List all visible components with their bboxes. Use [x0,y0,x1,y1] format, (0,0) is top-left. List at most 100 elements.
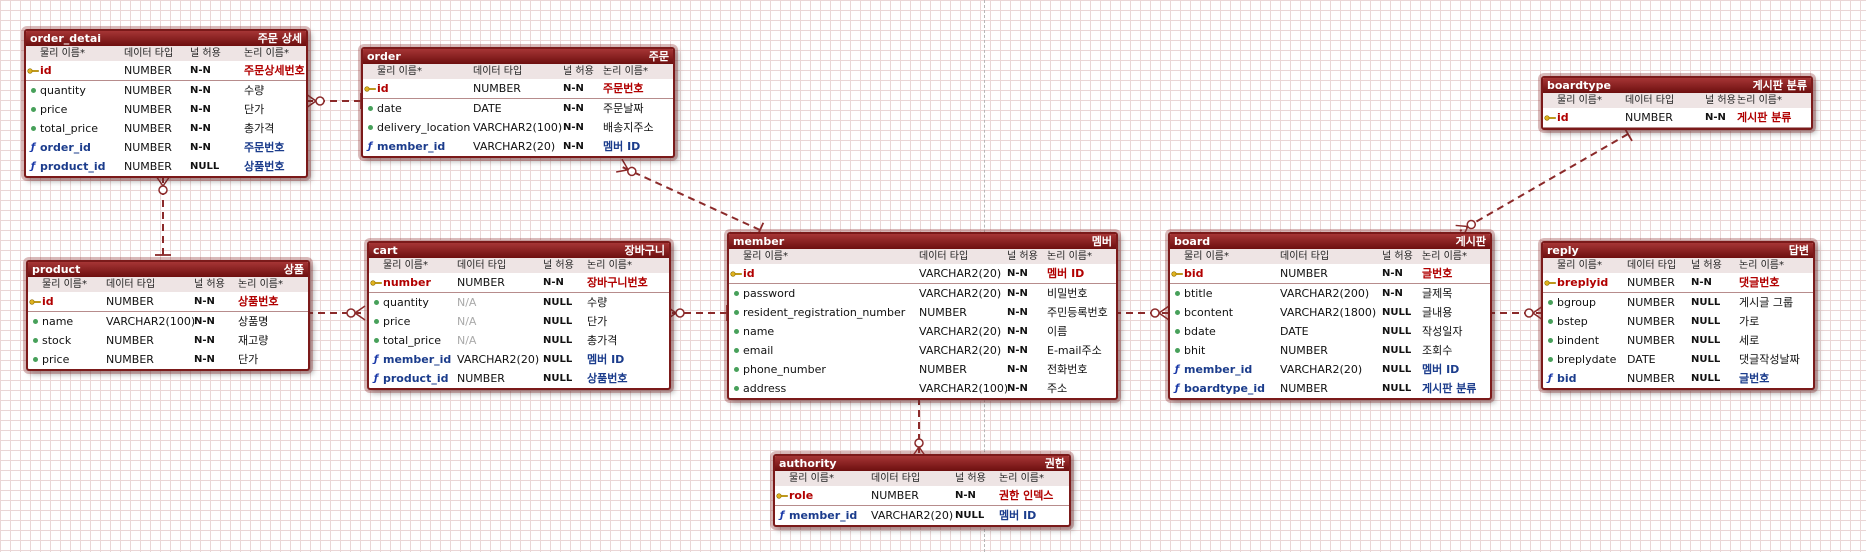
column-header-nullable: 널 허용 [194,279,225,290]
column-name: price [383,315,411,328]
column-name: stock [42,334,72,347]
column-nullable: N-N [1007,326,1028,337]
column-nullable: NULL [190,161,220,172]
dot-icon [1543,350,1557,369]
column-name: breplyid [1557,276,1609,289]
column-name: member_id [789,509,858,522]
column-name: product_id [383,372,449,385]
column-nullable: N-N [543,277,564,288]
column-header-spacer [369,258,383,273]
column-type: NUMBER [106,295,154,308]
table-name: order_detai [30,32,102,45]
column-type: NUMBER [919,306,967,319]
dot-icon [26,119,40,138]
column-nullable: N-N [1007,383,1028,394]
column-name: name [743,325,775,338]
column-nullable: N-N [1007,345,1028,356]
column-logical-name: 상품번호 [587,372,628,385]
column-logical-name: 주문날짜 [603,102,644,115]
column-nullable: N-N [1007,364,1028,375]
column-logical-name: 게시글 그룹 [1739,296,1794,309]
fk-icon: ƒ [373,373,379,384]
column-nullable: NULL [1691,297,1721,308]
column-type: NUMBER [1627,276,1675,289]
column-logical-name: 글내용 [1422,306,1453,319]
column-name: bstep [1557,315,1588,328]
column-type: NUMBER [124,160,172,173]
column-name: name [42,315,74,328]
column-nullable: NULL [1691,335,1721,346]
column-type: NUMBER [871,489,919,502]
column-type: N/A [457,296,477,309]
column-name: password [743,287,796,300]
column-header-nullable: 널 허용 [190,48,221,59]
table-logical-name: 권한 [1044,457,1065,470]
column-logical-name: 세로 [1739,334,1760,347]
column-type: NUMBER [473,82,521,95]
column-nullable: N-N [1691,277,1712,288]
